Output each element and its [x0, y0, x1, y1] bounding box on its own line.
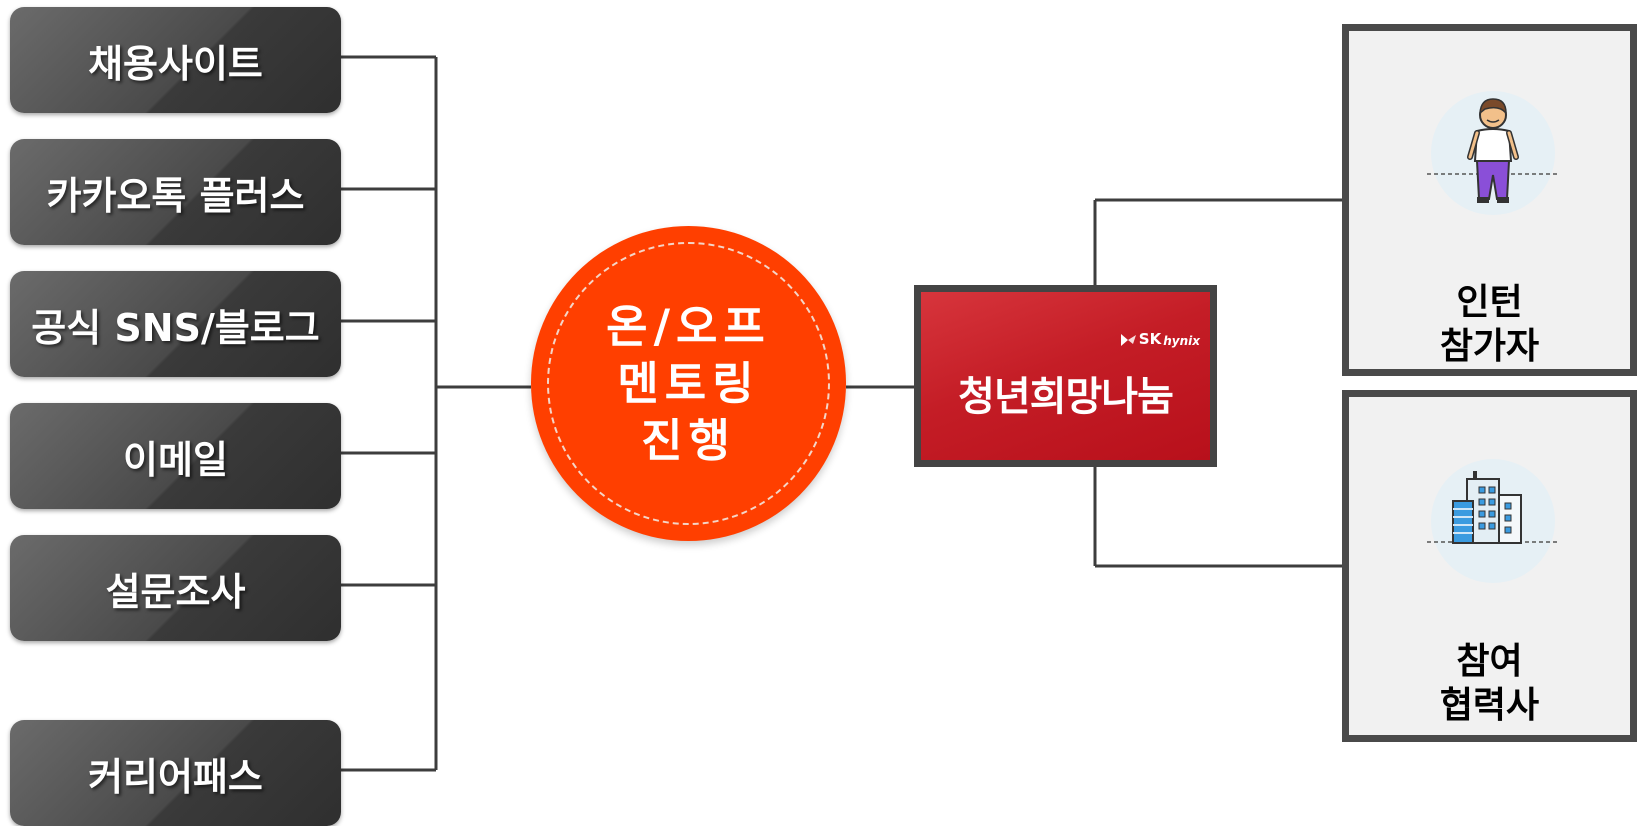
- sk-butterfly-icon: [1120, 334, 1136, 346]
- hub-line-2: 멘토링: [617, 357, 760, 410]
- target-line-1: 인턴: [1456, 282, 1523, 323]
- mentoring-hub: 온/오프 멘토링 진행: [531, 226, 846, 541]
- channel-label: 채용사이트: [88, 41, 263, 86]
- channel-career-path: 커리어패스: [10, 720, 341, 826]
- sk-hynix-logo: SK hynix: [1119, 330, 1200, 348]
- channel-label: 공식 SNS/블로그: [31, 305, 320, 350]
- target-card-partners: 참여 협력사: [1342, 390, 1637, 742]
- hub-line-1: 온/오프: [606, 300, 771, 353]
- hub-line-3: 진행: [641, 414, 736, 467]
- channel-email: 이메일: [10, 403, 341, 509]
- target-card-interns: 인턴 참가자: [1342, 24, 1637, 376]
- channel-label: 커리어패스: [88, 754, 263, 799]
- hub-dashed-ring: 온/오프 멘토링 진행: [547, 242, 830, 525]
- channel-label: 설문조사: [105, 569, 246, 614]
- brand-title: 청년희망나눔: [958, 374, 1174, 420]
- target-label-partners: 참여 협력사: [1349, 640, 1630, 728]
- target-line-1: 참여: [1456, 641, 1523, 682]
- channel-recruit-site: 채용사이트: [10, 7, 341, 113]
- channel-kakaotalk: 카카오톡 플러스: [10, 139, 341, 245]
- target-line-2: 참가자: [1439, 326, 1540, 367]
- brand-face: SK hynix 청년희망나눔: [921, 292, 1210, 460]
- channel-label: 이메일: [123, 437, 228, 482]
- building-icon: [1423, 451, 1563, 595]
- channel-sns-blog: 공식 SNS/블로그: [10, 271, 341, 377]
- target-label-interns: 인턴 참가자: [1349, 281, 1630, 369]
- brand-box: SK hynix 청년희망나눔: [914, 285, 1217, 467]
- channel-label: 카카오톡 플러스: [46, 173, 305, 218]
- channel-survey: 설문조사: [10, 535, 341, 641]
- person-icon: [1423, 83, 1563, 227]
- target-line-2: 협력사: [1439, 685, 1540, 726]
- logo-main: SK: [1138, 330, 1162, 348]
- logo-sub: hynix: [1163, 334, 1200, 348]
